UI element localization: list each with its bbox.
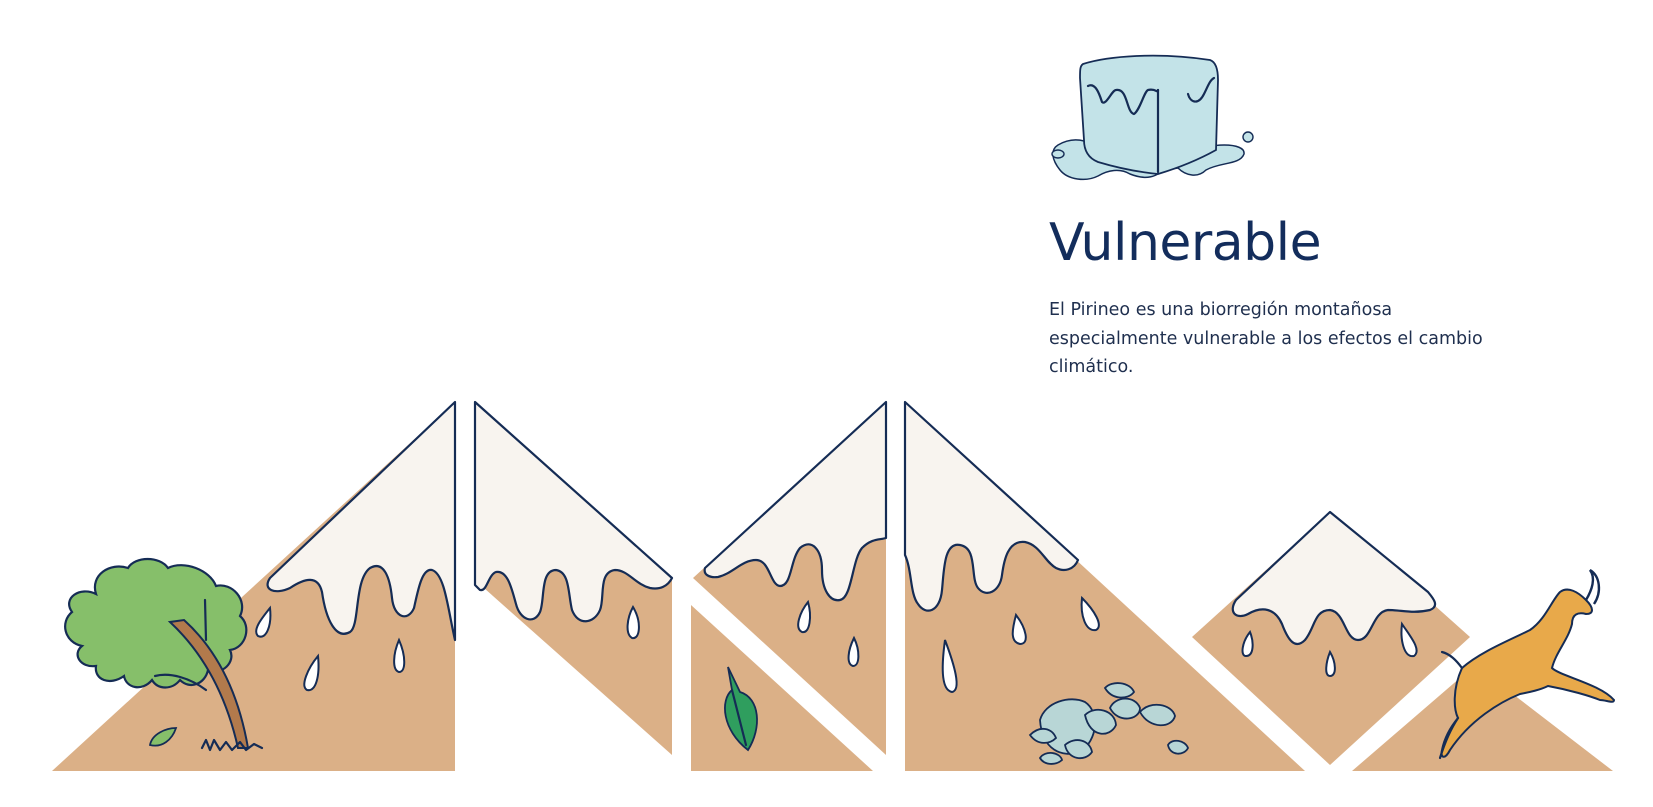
chamois-icon (1438, 568, 1616, 760)
mountain-piece-2 (473, 400, 674, 755)
mountain-piece-7 (1352, 665, 1613, 771)
tree-icon (64, 557, 264, 752)
section-description: El Pirineo es una biorregión montañosa e… (1049, 300, 1483, 378)
rocks-icon (1028, 682, 1189, 765)
section-title: Vulnerable (1049, 213, 1322, 273)
content-block: Vulnerable El Pirineo es una biorregión … (1049, 213, 1489, 382)
melting-ice-cube-icon (1051, 54, 1254, 181)
mountain-piece-5 (903, 400, 1305, 771)
mountain-piece-4 (693, 400, 888, 755)
mountain-piece-3 (691, 605, 873, 771)
mountain-piece-6 (1192, 510, 1470, 765)
